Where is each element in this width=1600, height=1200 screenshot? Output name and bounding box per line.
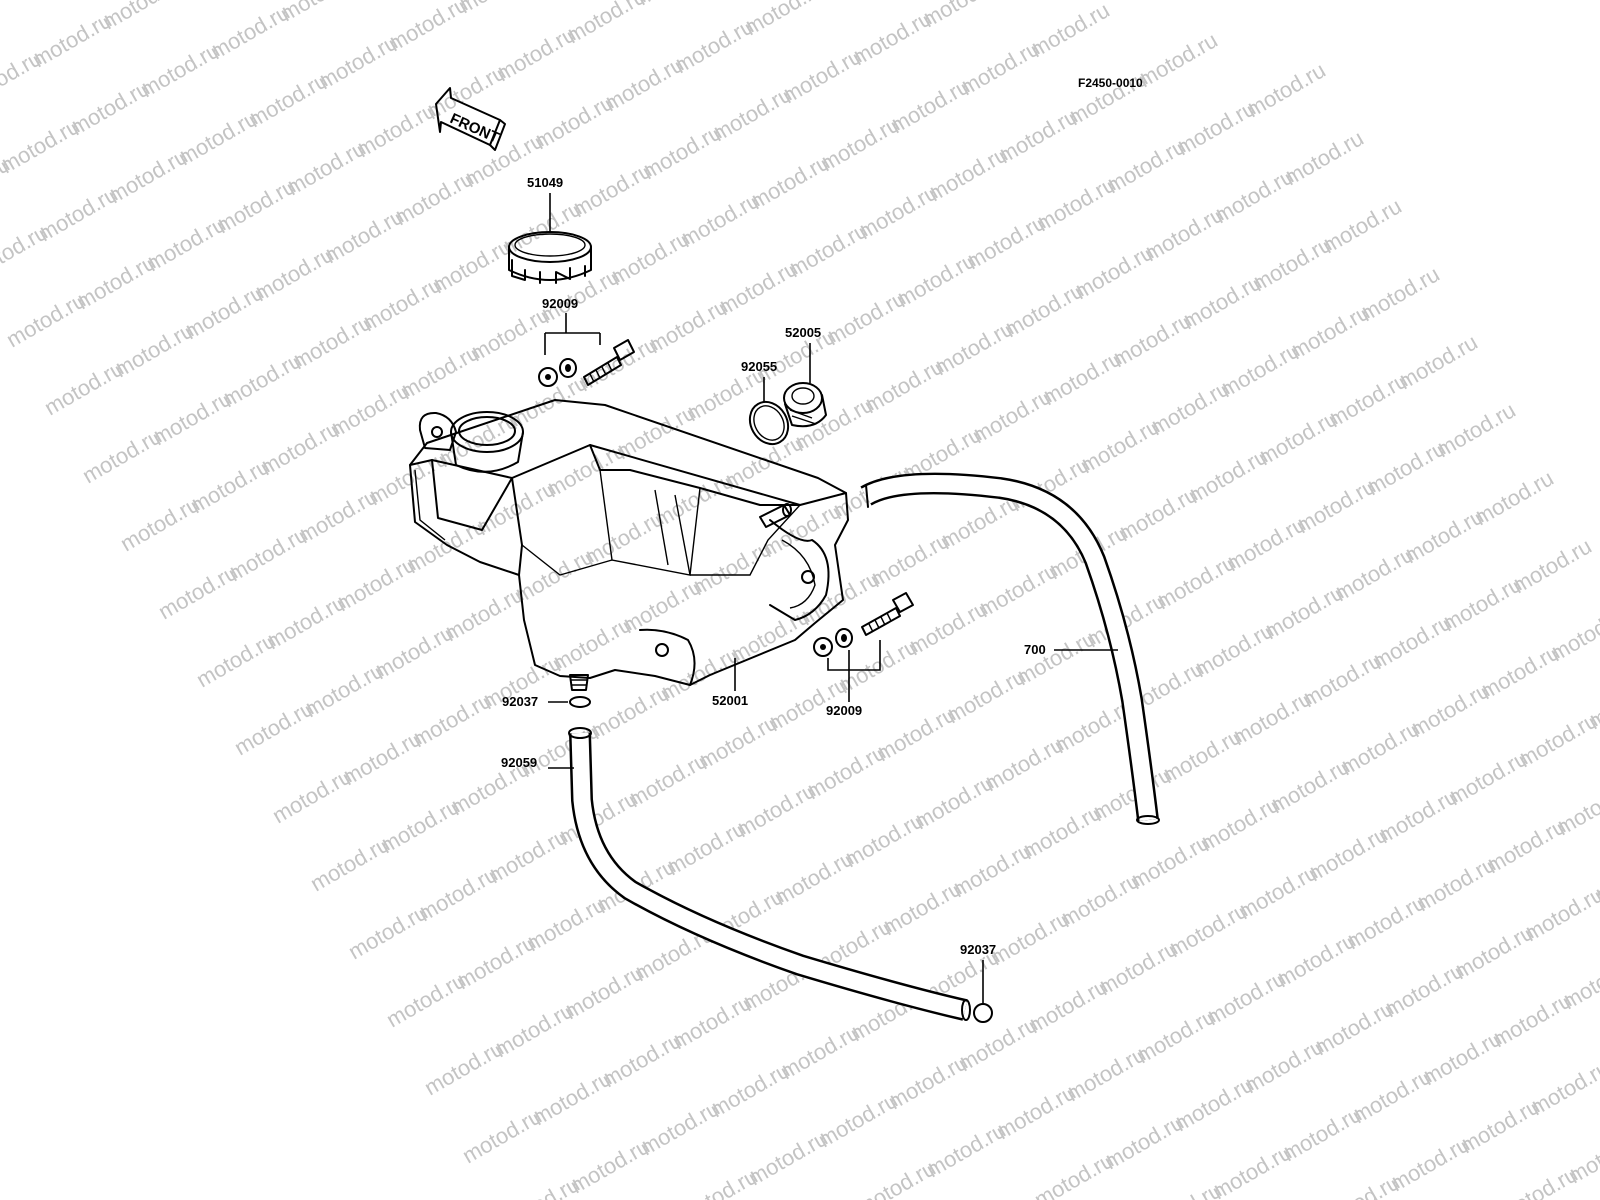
watermark-text: motod.ru [154, 559, 242, 624]
watermark-text: motod.ru [192, 627, 280, 692]
watermark-text: motod.ru [40, 355, 128, 420]
watermark-text: motod.ru [1494, 1161, 1582, 1200]
reservoir-tank-52001 [409, 399, 849, 691]
label-hose-end-clip: 92037 [960, 942, 996, 957]
watermark-text: motod.ru [0, 0, 8, 42]
gasket-92055 [748, 400, 790, 446]
watermark-text: motod.ru [1030, 1147, 1118, 1200]
watermark-text: motod.ru [1208, 1139, 1296, 1200]
plug-52005 [783, 382, 827, 428]
watermark-text: motod.ru [420, 1035, 508, 1100]
watermark-text: motod.ru [1316, 1169, 1404, 1200]
watermark-text: motod.ru [0, 113, 84, 178]
label-cap: 51049 [527, 175, 563, 190]
watermark-text: motod.ru [116, 491, 204, 556]
bolt-lower-icon [861, 592, 914, 636]
label-hose-long: 700 [1024, 642, 1046, 657]
watermark-text: motod.ru [2, 287, 90, 352]
front-label: FRONT [447, 110, 501, 147]
nut-lower-icon [835, 628, 853, 648]
watermark-text: motod.ru [0, 219, 52, 284]
hose-end-clip-92037 [973, 1003, 993, 1023]
label-tank: 52001 [712, 693, 748, 708]
washer-lower-icon [813, 637, 833, 657]
watermark-text: motod.ru [382, 967, 470, 1032]
label-plug: 52005 [785, 325, 821, 340]
label-bolt-set-upper: 92009 [542, 296, 578, 311]
drain-hose-92059 [568, 727, 971, 1021]
watermark-text: motod.ru [306, 831, 394, 896]
watermark-text: motod.ru [344, 899, 432, 964]
watermark-text: motod.ru [674, 1163, 762, 1200]
washer-upper-icon [538, 367, 558, 387]
label-drain-hose: 92059 [501, 755, 537, 770]
nut-upper-icon [559, 358, 577, 378]
watermark-text: motod.ru [78, 423, 166, 488]
leader-bolt-set-lower [827, 640, 881, 671]
watermark-text: motod.ru [496, 1171, 584, 1200]
watermark-text: motod.ru [1138, 1177, 1226, 1200]
label-drain-clip: 92037 [502, 694, 538, 709]
hose-700 [860, 472, 1160, 825]
label-bolt-set-lower: 92009 [826, 703, 862, 718]
watermark-text: motod.ru [852, 1155, 940, 1200]
leader-bolt-set-upper [544, 313, 601, 355]
diagram-code: F2450-0010 [1078, 76, 1143, 90]
label-plug-gasket: 92055 [741, 359, 777, 374]
bolt-upper-icon [583, 339, 635, 386]
drain-clip-92037 [569, 696, 591, 708]
watermark-text: motod.ru [230, 695, 318, 760]
watermark-text: motod.ru [268, 763, 356, 828]
watermark-text: motod.ru [458, 1103, 546, 1168]
watermark-text: motod.ru [0, 0, 78, 4]
watermark-text: motod.ru [810, 0, 898, 2]
